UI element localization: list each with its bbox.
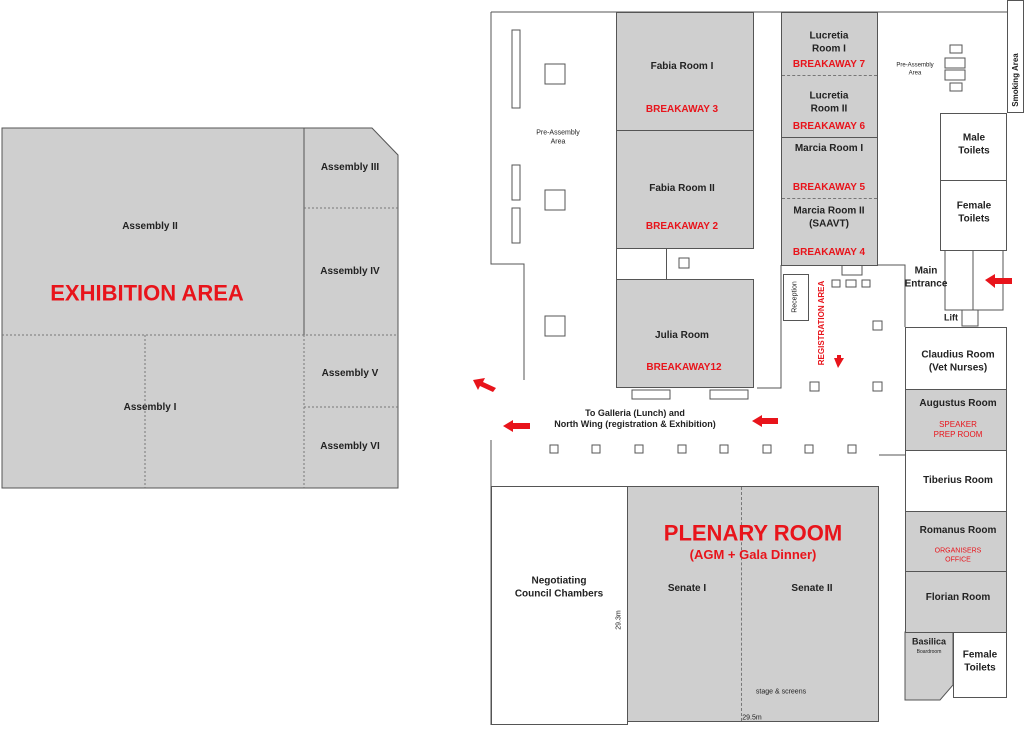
corridor-pillars (549, 444, 857, 454)
marcia-room-i-label: Marcia Room I (794, 142, 864, 154)
lucretia-room-ii-label: Lucretia Room II (809, 90, 849, 115)
plenary-room-title: PLENARY ROOM (663, 520, 843, 546)
room-julia[interactable] (616, 279, 754, 388)
exhibition-area-title: EXHIBITION AREA (50, 280, 244, 306)
female-toilets-east-label: Female Toilets (962, 649, 998, 674)
room-tiberius[interactable] (905, 450, 1007, 512)
tiberius-room-label: Tiberius Room (923, 474, 993, 486)
negotiating-council-chambers[interactable] (491, 486, 628, 725)
romanus-room-label: Romanus Room (919, 524, 997, 536)
stage-label: stage & screens (755, 688, 807, 696)
senate-ii-label: Senate II (791, 582, 833, 594)
room-romanus[interactable] (905, 511, 1007, 572)
corridor-directions-label: To Galleria (Lunch) and North Wing (regi… (554, 407, 716, 429)
male-toilets-label: Male Toilets (958, 132, 990, 157)
breakaway-12-label: BREAKAWAY12 (646, 361, 722, 373)
divider (782, 198, 877, 199)
plenary-subtitle: (AGM + Gala Dinner) (689, 546, 817, 562)
senate-i-label: Senate I (667, 582, 707, 594)
room-claudius[interactable] (905, 327, 1007, 390)
boardroom-label: Boardroom (916, 648, 942, 655)
room-assembly-v: Assembly V (321, 367, 379, 379)
breakaway-4-label: BREAKAWAY 4 (792, 246, 866, 258)
senate-divider (741, 487, 742, 721)
lucretia-marcia-block[interactable] (781, 12, 878, 266)
pre-assembly-area-label: Pre-Assembly Area (536, 129, 580, 145)
female-toilets-north (940, 180, 1007, 251)
negotiating-council-label: Negotiating Council Chambers (514, 575, 604, 600)
lift-label: Lift (944, 312, 958, 323)
depth-dimension: 29.3m (615, 610, 623, 630)
julia-room-label: Julia Room (655, 329, 709, 341)
reception-label: Reception (791, 281, 799, 313)
room-assembly-iii: Assembly III (320, 161, 380, 173)
florian-room-label: Florian Room (925, 591, 991, 603)
room-fabia-i[interactable] (616, 12, 754, 131)
basilica-label: Basilica (911, 636, 947, 647)
divider (782, 137, 877, 138)
speaker-prep-room-label: SPEAKER PREP ROOM (933, 420, 983, 439)
plenary-room[interactable] (627, 486, 879, 722)
lucretia-room-i-label: Lucretia Room I (809, 30, 849, 55)
augustus-room-label: Augustus Room (919, 397, 997, 409)
room-assembly-vi: Assembly VI (320, 440, 380, 452)
claudius-room-label: Claudius Room (Vet Nurses) (921, 349, 995, 374)
female-toilets-east (953, 632, 1007, 698)
room-fabia-ii[interactable] (616, 130, 754, 249)
divider (782, 75, 877, 76)
fabia-room-ii-label: Fabia Room II (649, 182, 715, 194)
female-toilets-north-label: Female Toilets (956, 200, 992, 225)
fabia-room-i-label: Fabia Room I (650, 60, 714, 72)
organisers-office-label: ORGANISERS OFFICE (934, 547, 982, 563)
direction-arrows (473, 274, 1012, 432)
breakaway-3-label: BREAKAWAY 3 (645, 103, 719, 115)
smoking-area-label: Smoking Area (1011, 53, 1020, 107)
marcia-room-ii-label: Marcia Room II (SAAVT) (793, 205, 865, 230)
reception-desk (783, 274, 809, 321)
registration-area-label: REGISTRATION AREA (817, 280, 826, 366)
width-dimension: 29.5m (742, 714, 762, 722)
breakaway-5-label: BREAKAWAY 5 (792, 181, 866, 193)
main-entrance-label: Main Entrance (904, 265, 948, 290)
breakaway-7-label: BREAKAWAY 7 (792, 58, 866, 70)
storage (616, 248, 667, 280)
breakaway-6-label: BREAKAWAY 6 (792, 120, 866, 132)
breakaway-2-label: BREAKAWAY 2 (645, 220, 719, 232)
room-assembly-iv: Assembly IV (320, 265, 380, 277)
pre-assembly-area-2-label: Pre-Assembly Area (896, 62, 934, 77)
room-assembly-i: Assembly I (123, 401, 177, 413)
room-assembly-ii: Assembly II (122, 220, 178, 232)
